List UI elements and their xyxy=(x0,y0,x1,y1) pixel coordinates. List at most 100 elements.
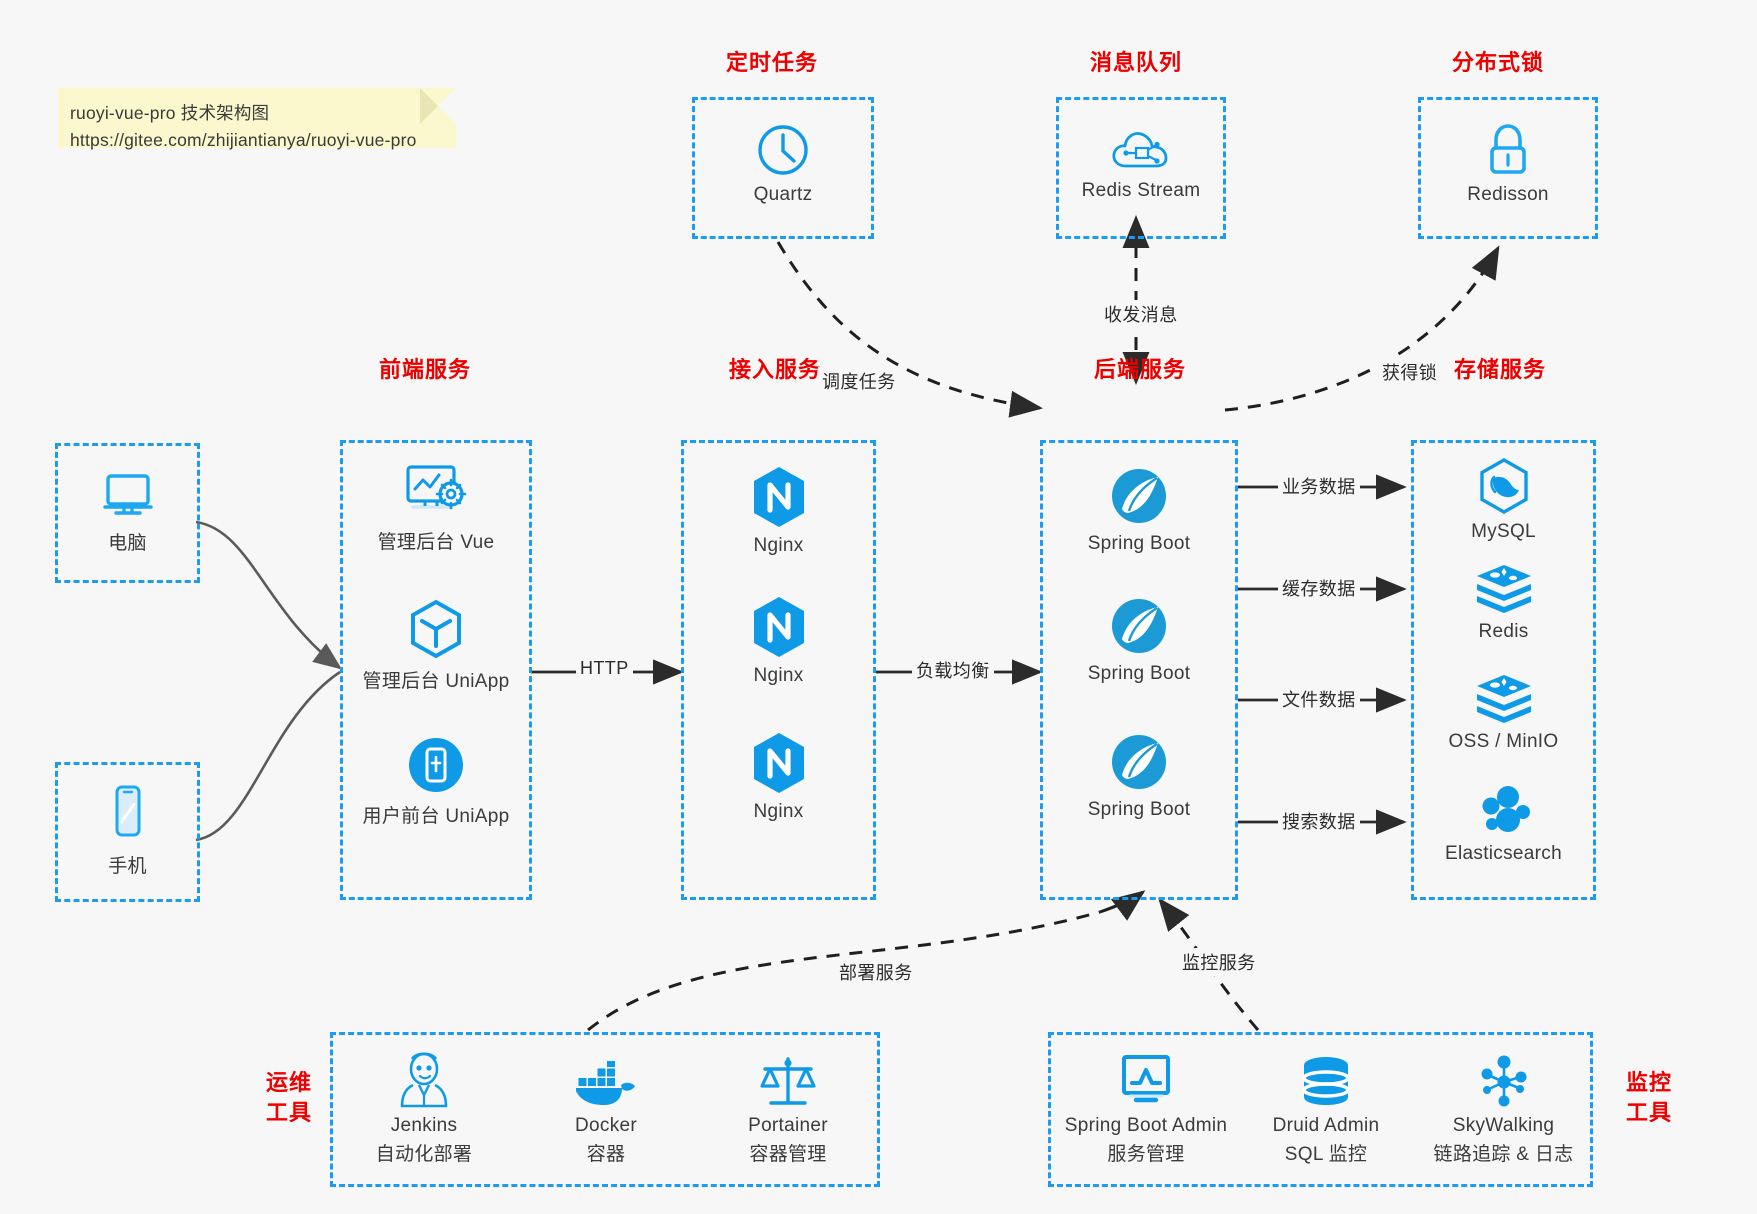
edge-label-cache-data: 缓存数据 xyxy=(1278,574,1360,602)
caption-gateway: 接入服务 xyxy=(728,357,821,382)
edge-phone-to-frontend xyxy=(195,670,341,842)
edge-label-load-balance: 负载均衡 xyxy=(912,656,994,684)
spring-boot-icon xyxy=(1112,599,1166,653)
cube-icon xyxy=(411,599,461,659)
node-spring-boot-admin[interactable]: Spring Boot Admin 服务管理 xyxy=(1051,1053,1241,1166)
node-sublabel: SQL 监控 xyxy=(1284,1144,1368,1165)
node-mysql[interactable]: MySQL xyxy=(1414,457,1593,543)
caption-monitor: 监控 工具 xyxy=(1610,1068,1688,1127)
sticky-note: ruoyi-vue-pro 技术架构图 https://gitee.com/zh… xyxy=(58,88,456,150)
note-title: ruoyi-vue-pro 技术架构图 xyxy=(70,103,270,123)
node-portainer[interactable]: Portainer 容器管理 xyxy=(697,1053,879,1166)
caption-scheduled-task: 定时任务 xyxy=(725,50,818,75)
clock-icon xyxy=(758,125,808,175)
node-label: OSS / MinIO xyxy=(1448,731,1559,752)
node-label: Redisson xyxy=(1467,184,1549,205)
dashboard-gear-icon xyxy=(406,465,467,510)
node-oss-minio[interactable]: OSS / MinIO xyxy=(1414,673,1593,753)
edge-label-deploy-service: 部署服务 xyxy=(835,958,917,986)
note-fold-corner xyxy=(420,88,456,124)
node-skywalking[interactable]: SkyWalking 链路追踪 & 日志 xyxy=(1411,1055,1596,1166)
spring-boot-icon xyxy=(1112,469,1166,523)
node-sublabel: 自动化部署 xyxy=(375,1144,473,1165)
node-label: 电脑 xyxy=(108,533,147,554)
node-elasticsearch[interactable]: Elasticsearch xyxy=(1414,781,1593,865)
node-redis-stream[interactable]: Redis Stream xyxy=(1059,126,1223,202)
node-label: Redis Stream xyxy=(1081,180,1201,201)
node-redisson[interactable]: Redisson xyxy=(1421,122,1595,206)
node-spring-boot-3[interactable]: Spring Boot xyxy=(1043,731,1235,821)
node-label: Nginx xyxy=(753,665,804,686)
mobile-phone-icon xyxy=(115,785,140,837)
mobile-app-icon xyxy=(409,738,463,792)
edge-label-business-data: 业务数据 xyxy=(1278,472,1360,500)
caption-monitor-line2: 工具 xyxy=(1625,1099,1672,1125)
node-sublabel: 服务管理 xyxy=(1107,1144,1185,1165)
jenkins-butler-icon xyxy=(400,1052,448,1108)
edge-label-search-data: 搜索数据 xyxy=(1278,807,1360,835)
node-label: Spring Boot xyxy=(1087,663,1191,684)
node-nginx-2[interactable]: Nginx xyxy=(684,595,873,687)
database-cylinder-icon xyxy=(1302,1057,1350,1105)
redis-stack-icon xyxy=(1476,565,1531,613)
nginx-icon xyxy=(753,467,804,527)
node-sublabel: 链路追踪 & 日志 xyxy=(1433,1144,1574,1165)
node-nginx-3[interactable]: Nginx xyxy=(684,731,873,823)
group-distributed-lock: Redisson xyxy=(1418,97,1598,239)
node-druid-admin[interactable]: Druid Admin SQL 监控 xyxy=(1241,1055,1411,1166)
node-label: MySQL xyxy=(1471,521,1536,542)
spring-boot-icon xyxy=(1112,735,1166,789)
group-storage: MySQL Redis OSS / MinIO xyxy=(1411,440,1596,900)
group-client-computer: 电脑 xyxy=(55,443,200,583)
node-admin-vue[interactable]: 管理后台 Vue xyxy=(343,461,529,554)
node-label: Docker xyxy=(575,1115,637,1136)
node-user-uniapp[interactable]: 用户前台 UniApp xyxy=(343,735,529,828)
node-docker[interactable]: Docker 容器 xyxy=(515,1061,697,1166)
cloud-network-icon xyxy=(1112,132,1168,168)
caption-monitor-line1: 监控 xyxy=(1625,1070,1672,1095)
group-message-queue: Redis Stream xyxy=(1056,97,1226,239)
edge-label-acquire-lock: 获得锁 xyxy=(1378,358,1442,386)
node-spring-boot-2[interactable]: Spring Boot xyxy=(1043,595,1235,685)
edge-label-file-data: 文件数据 xyxy=(1278,685,1360,713)
node-spring-boot-1[interactable]: Spring Boot xyxy=(1043,465,1235,555)
edge-label-schedule-task: 调度任务 xyxy=(818,367,900,395)
caption-devops-line2: 工具 xyxy=(265,1099,312,1125)
node-phone[interactable]: 手机 xyxy=(58,783,197,878)
node-sublabel: 容器 xyxy=(586,1144,626,1165)
group-gateway: Nginx Nginx Nginx xyxy=(681,440,876,900)
group-client-phone: 手机 xyxy=(55,762,200,902)
node-label: 管理后台 UniApp xyxy=(362,671,510,692)
edge-computer-to-frontend xyxy=(195,520,343,670)
elasticsearch-icon xyxy=(1482,786,1530,832)
caption-frontend: 前端服务 xyxy=(378,357,471,382)
node-label: Nginx xyxy=(753,801,804,822)
group-monitor: Spring Boot Admin 服务管理 Druid Admin SQL 监… xyxy=(1048,1032,1593,1187)
object-storage-icon xyxy=(1476,675,1531,723)
node-label: Portainer xyxy=(748,1115,828,1136)
lock-icon xyxy=(1490,124,1526,174)
desktop-computer-icon xyxy=(102,474,153,515)
node-label: 管理后台 Vue xyxy=(377,532,495,553)
node-quartz[interactable]: Quartz xyxy=(695,122,871,206)
caption-devops: 运维 工具 xyxy=(250,1068,328,1127)
node-label: 用户前台 UniApp xyxy=(362,806,510,827)
node-label: 手机 xyxy=(108,856,147,877)
node-jenkins[interactable]: Jenkins 自动化部署 xyxy=(333,1051,515,1166)
scales-balance-icon xyxy=(760,1057,816,1105)
node-computer[interactable]: 电脑 xyxy=(58,468,197,555)
node-sublabel: 容器管理 xyxy=(749,1144,827,1165)
node-label: SkyWalking xyxy=(1452,1115,1555,1136)
caption-storage: 存储服务 xyxy=(1453,357,1546,382)
edge-backend-to-lock xyxy=(1224,245,1500,412)
skywalking-node-icon xyxy=(1481,1055,1526,1107)
node-label: Jenkins xyxy=(390,1115,458,1136)
node-redis[interactable]: Redis xyxy=(1414,563,1593,643)
node-admin-uniapp[interactable]: 管理后台 UniApp xyxy=(343,598,529,693)
caption-message-queue: 消息队列 xyxy=(1089,50,1182,75)
caption-distributed-lock: 分布式锁 xyxy=(1451,50,1544,75)
node-label: Spring Boot xyxy=(1087,533,1191,554)
node-nginx-1[interactable]: Nginx xyxy=(684,465,873,557)
monitor-chart-icon xyxy=(1122,1055,1170,1103)
mysql-dolphin-icon xyxy=(1479,458,1528,514)
